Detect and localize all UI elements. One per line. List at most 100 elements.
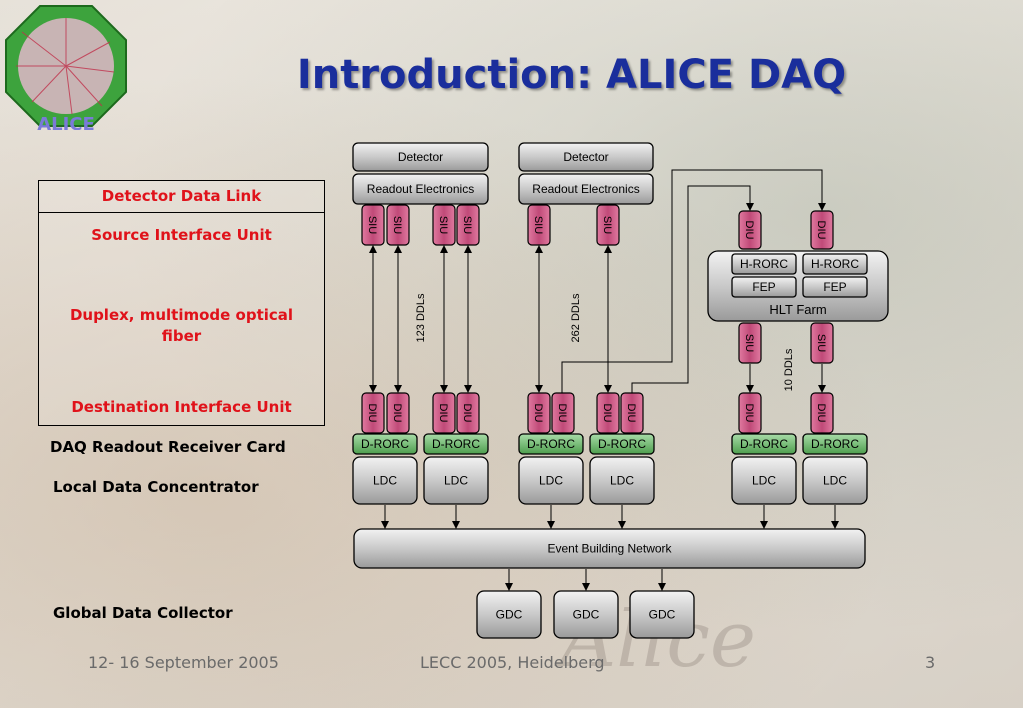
siu-3	[432, 204, 456, 246]
drorc-5-label: D-RORC	[740, 437, 788, 451]
hlt-farm-label: HLT Farm	[769, 302, 826, 317]
gdc-2-label: GDC	[573, 608, 600, 622]
detector-box-1	[352, 142, 489, 172]
diu-10	[810, 392, 834, 434]
diu-hlt-1	[738, 210, 762, 250]
diu-8	[620, 392, 644, 434]
event-building-network-label: Event Building Network	[547, 542, 672, 556]
drorc-2-label: D-RORC	[432, 437, 480, 451]
label-262-ddls: 262 DDLs	[570, 293, 582, 342]
detector-box-2-label: Detector	[563, 150, 608, 164]
legend-diu: Destination Interface Unit	[71, 398, 292, 416]
hrorc-2	[802, 253, 868, 275]
diu-2	[386, 392, 410, 434]
legend-box: Detector Data Link Source Interface Unit…	[38, 180, 325, 426]
gdc-3	[629, 590, 695, 639]
drorc-1-label: D-RORC	[361, 437, 409, 451]
readout-box-1-label: Readout Electronics	[367, 182, 474, 196]
siu-hlt-2-label: SIU	[815, 334, 827, 352]
readout-box-2	[518, 173, 654, 205]
diu-8-label: DIU	[625, 404, 637, 423]
siu-2	[386, 204, 410, 246]
label-drorc: DAQ Readout Receiver Card	[50, 438, 286, 456]
fep-2	[802, 276, 868, 298]
footer-venue: LECC 2005, Heidelberg	[420, 653, 605, 672]
siu-1	[361, 204, 385, 246]
diu-7	[596, 392, 620, 434]
detector-box-2	[518, 142, 654, 172]
ldc-1	[352, 456, 418, 505]
ldc-4-label: LDC	[610, 474, 634, 488]
drorc-4	[589, 433, 655, 455]
drorc-2	[423, 433, 489, 455]
drorc-5	[731, 433, 797, 455]
readout-box-1	[352, 173, 489, 205]
label-10-ddls: 10 DDLs	[783, 348, 795, 391]
ldc-1-label: LDC	[373, 474, 397, 488]
diu-3-label: DIU	[437, 404, 449, 423]
readout-box-2-label: Readout Electronics	[532, 182, 639, 196]
event-building-network	[353, 528, 866, 569]
siu-2-label: SIU	[391, 216, 403, 234]
label-ldc: Local Data Concentrator	[53, 478, 259, 496]
fep-1	[731, 276, 797, 298]
link-hlt-2	[561, 169, 826, 393]
footer-date: 12- 16 September 2005	[88, 653, 279, 672]
ldc-6-label: LDC	[823, 474, 847, 488]
diu-2-label: DIU	[391, 404, 403, 423]
drorc-3	[518, 433, 584, 455]
drorc-6-label: D-RORC	[811, 437, 859, 451]
diu-4-label: DIU	[461, 404, 473, 423]
diu-3	[432, 392, 456, 434]
diu-4	[456, 392, 480, 434]
siu-hlt-1-label: SIU	[743, 334, 755, 352]
siu-hlt-2	[810, 322, 834, 364]
diu-5	[527, 392, 551, 434]
gdc-1-label: GDC	[496, 608, 523, 622]
diu-6	[551, 392, 575, 434]
page-title: Introduction: ALICE DAQ	[296, 52, 847, 98]
diu-9-label: DIU	[743, 404, 755, 423]
gdc-3-label: GDC	[649, 608, 676, 622]
alice-logo: ALICE	[5, 5, 127, 130]
siu-6	[596, 204, 620, 246]
fep-2-label: FEP	[823, 280, 846, 294]
siu-4	[456, 204, 480, 246]
diu-hlt-1-label: DIU	[743, 221, 755, 240]
ldc-6	[802, 456, 868, 505]
legend-siu: Source Interface Unit	[91, 226, 272, 244]
ldc-2-label: LDC	[444, 474, 468, 488]
drorc-6	[802, 433, 868, 455]
diu-1-label: DIU	[366, 404, 378, 423]
siu-1-label: SIU	[366, 216, 378, 234]
fep-1-label: FEP	[752, 280, 775, 294]
ldc-2	[423, 456, 489, 505]
ldc-4	[589, 456, 655, 505]
diu-10-label: DIU	[815, 404, 827, 423]
label-123-ddls: 123 DDLs	[415, 293, 427, 342]
label-gdc: Global Data Collector	[53, 604, 233, 622]
drorc-3-label: D-RORC	[527, 437, 575, 451]
siu-3-label: SIU	[437, 216, 449, 234]
diu-9	[738, 392, 762, 434]
diu-7-label: DIU	[601, 404, 613, 423]
footer-page: 3	[925, 653, 936, 672]
gdc-2	[553, 590, 619, 639]
legend-fiber: Duplex, multimode optical fiber	[69, 306, 294, 345]
logo-text: ALICE	[37, 114, 95, 130]
ldc-3-label: LDC	[539, 474, 563, 488]
hrorc-1-label: H-RORC	[740, 257, 788, 271]
ldc-5	[731, 456, 797, 505]
siu-4-label: SIU	[461, 216, 473, 234]
gdc-1	[476, 590, 542, 639]
link-hlt-1	[631, 185, 754, 393]
drorc-4-label: D-RORC	[598, 437, 646, 451]
detector-box-1-label: Detector	[398, 150, 443, 164]
siu-5	[527, 204, 551, 246]
diu-6-label: DIU	[556, 404, 568, 423]
diu-hlt-2	[810, 210, 834, 250]
hrorc-2-label: H-RORC	[811, 257, 859, 271]
drorc-1	[352, 433, 418, 455]
diu-hlt-2-label: DIU	[815, 221, 827, 240]
